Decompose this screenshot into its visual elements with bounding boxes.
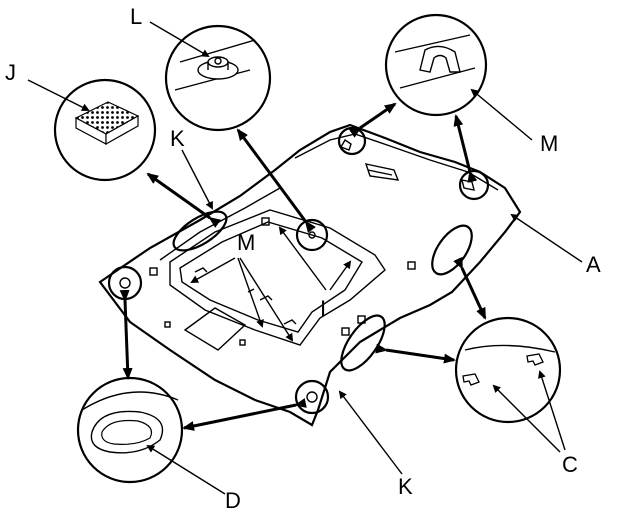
callout-arrows [119,102,487,431]
label-d: D [225,488,241,513]
panel-callout-ovals [107,126,490,415]
detail-circle-c [454,316,562,424]
label-c: C [562,452,578,477]
label-m-top: M [540,131,559,156]
detail-circle-l [164,24,272,132]
label-m-mid: M [237,230,256,255]
label-l: L [130,4,143,29]
detail-circle-d [76,376,184,484]
label-k-bottom: K [398,474,413,499]
leader-lines [27,21,583,495]
detail-circle-m-top [384,13,488,117]
label-k-top: K [170,126,185,151]
label-a: A [586,252,601,277]
detail-circle-j [53,78,157,182]
label-j: J [5,60,16,85]
label-i: I [320,296,327,321]
